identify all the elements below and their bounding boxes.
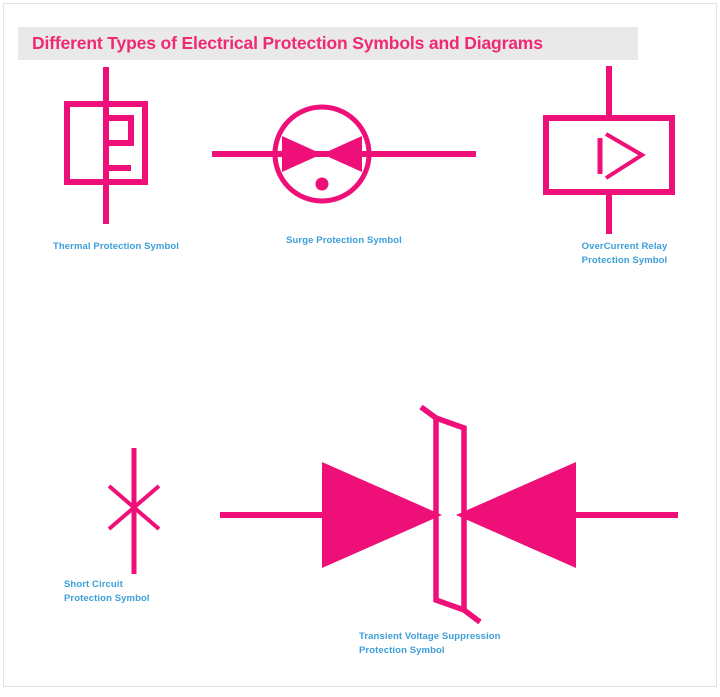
caption-short-circuit: Short Circuit Protection Symbol <box>64 579 150 604</box>
symbol-thermal-protection <box>44 64 184 229</box>
symbol-overcurrent-relay <box>529 62 694 237</box>
symbol-surge-protection <box>204 104 484 214</box>
surge-protection-symbol-icon <box>212 104 476 204</box>
short-circuit-symbol-icon <box>107 448 161 574</box>
caption-thermal-protection: Thermal Protection Symbol <box>52 241 180 252</box>
caption-transient-voltage-suppression: Transient Voltage Suppression Protection… <box>359 631 501 656</box>
page-title: Different Types of Electrical Protection… <box>32 33 543 53</box>
title-banner: Different Types of Electrical Protection… <box>18 27 638 60</box>
overcurrent-relay-symbol-icon <box>543 66 675 234</box>
caption-surge-protection: Surge Protection Symbol <box>286 235 402 246</box>
symbol-short-circuit <box>89 444 184 579</box>
symbol-transient-voltage-suppression <box>214 402 684 627</box>
diagram-page: Different Types of Electrical Protection… <box>3 3 717 687</box>
thermal-protection-symbol-icon <box>64 67 148 224</box>
caption-overcurrent-relay: OverCurrent Relay Protection Symbol <box>581 241 668 266</box>
transient-voltage-suppression-symbol-icon <box>220 404 678 625</box>
